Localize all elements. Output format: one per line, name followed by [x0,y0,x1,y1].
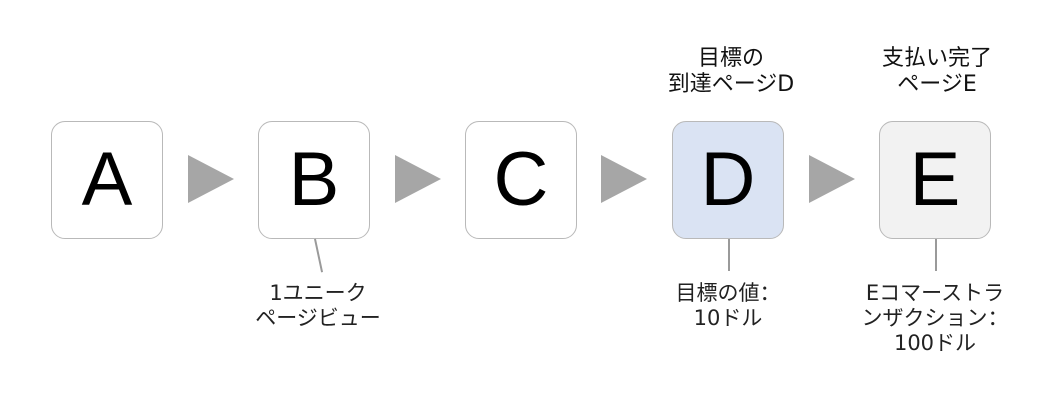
step-letter-c: C [493,137,549,222]
goal-page-d-label-line1: 目標の [697,46,764,71]
arrow-right-icon [188,155,234,203]
step-letter-e: E [909,137,961,222]
note-b-line1: 1ユニーク [269,281,367,305]
arrow-right-icon [395,155,441,203]
note-e-line3: 100ドル [893,331,977,355]
payment-complete-page-e-label-line2: ページE [897,72,977,97]
goal-page-d-label-line2: 到達ページD [667,72,795,97]
note-unique-pageview: 1ユニーク ページビュー [218,281,418,331]
payment-complete-page-e-label: 支払い完了 ページE [847,46,1027,98]
note-d-line1: 目標の値： [675,281,781,305]
step-box-d: D [672,121,784,239]
note-e-line2: ンザクション： [861,306,1009,330]
step-box-e: E [879,121,991,239]
payment-complete-page-e-label-line1: 支払い完了 [881,46,992,71]
leader-line-d [728,239,730,271]
arrow-right-icon [601,155,647,203]
arrow-right-icon [809,155,855,203]
step-box-a: A [51,121,163,239]
note-goal-value: 目標の値： 10ドル [628,281,828,331]
step-box-b: B [258,121,370,239]
note-d-line2: 10ドル [693,306,763,330]
step-letter-a: A [81,137,133,222]
step-letter-b: B [288,137,340,222]
goal-page-d-label: 目標の 到達ページD [641,46,821,98]
leader-line-e [935,239,937,271]
note-e-line1: Eコマーストラ [865,281,1005,305]
note-b-line2: ページビュー [255,306,381,330]
note-ecommerce-transaction: Eコマーストラ ンザクション： 100ドル [835,281,1035,356]
step-box-c: C [465,121,577,239]
step-letter-d: D [700,137,756,222]
leader-line-b [314,238,323,273]
